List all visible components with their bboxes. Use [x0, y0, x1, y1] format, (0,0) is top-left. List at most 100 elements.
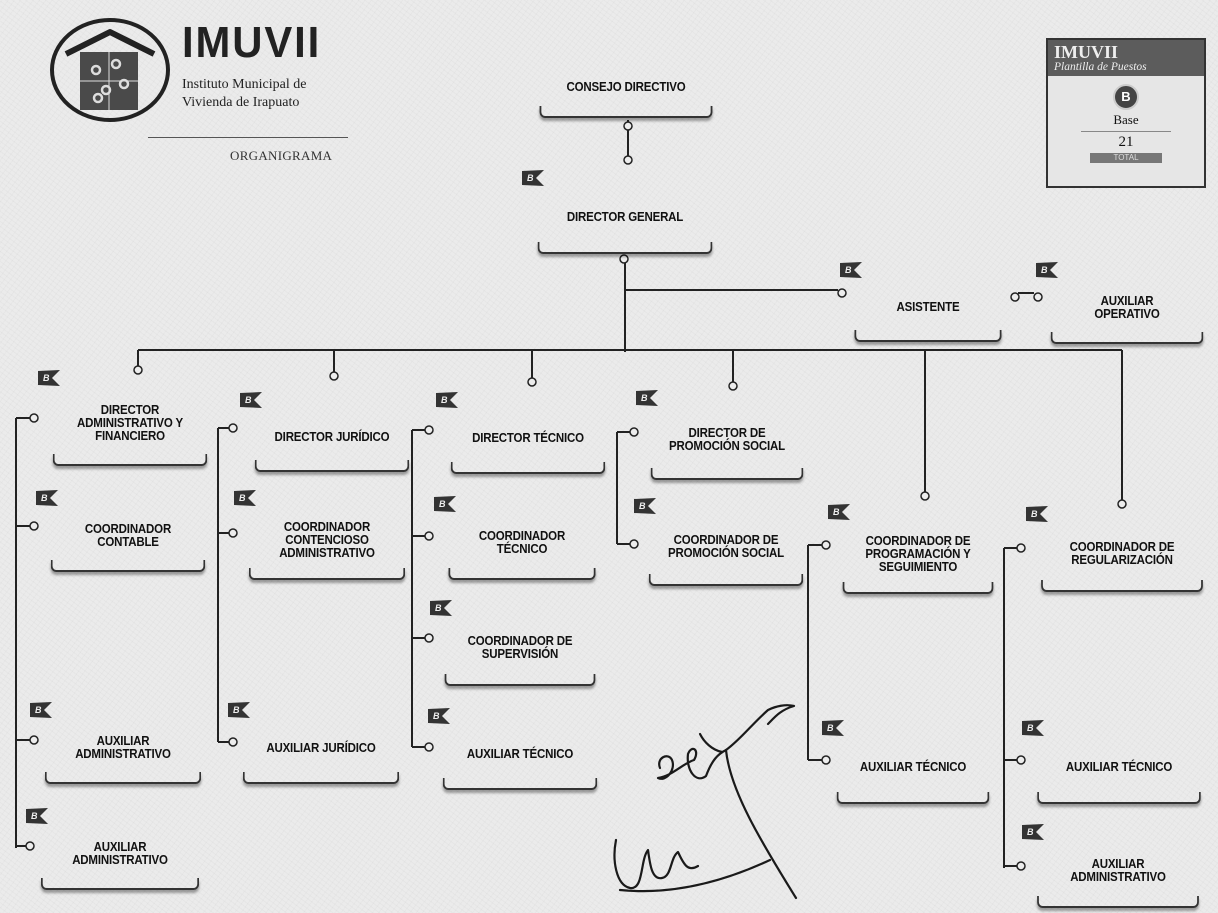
position-box-coord-contable: COORDINADOR CONTABLE — [50, 500, 206, 572]
position-label: COORDINADOR DE PROMOCIÓN SOCIAL — [668, 533, 784, 560]
base-badge-letter: B — [641, 393, 648, 403]
base-badge-flag-icon: B — [522, 170, 544, 186]
position-box-coord-supervision: COORDINADOR DE SUPERVISIÓN — [444, 610, 596, 686]
stats-card-subtitle: Plantilla de Puestos — [1054, 61, 1147, 73]
position-box-coord-tecnico: COORDINADOR TÉCNICO — [448, 506, 596, 580]
base-badge-flag-icon: B — [434, 496, 456, 512]
position-box-coord-regularizacion: COORDINADOR DE REGULARIZACIÓN — [1041, 516, 1203, 592]
position-box-dir-tecnico: DIRECTOR TÉCNICO — [450, 402, 606, 474]
stats-card-badge-label: Base — [1113, 112, 1139, 127]
position-label: AUXILIAR ADMINISTRATIVO — [1070, 857, 1166, 884]
position-box-dir-promocion: DIRECTOR DE PROMOCIÓN SOCIAL — [650, 400, 804, 480]
stats-card-count: 21 — [1081, 131, 1171, 151]
logo-subtitle: Instituto Municipal de Vivienda de Irapu… — [182, 76, 306, 112]
base-badge-flag-icon: B — [428, 708, 450, 724]
base-badge-flag-icon: B — [38, 370, 60, 386]
position-box-aux-juridico: AUXILIAR JURÍDICO — [242, 712, 400, 784]
document-label: ORGANIGRAMA — [230, 148, 333, 163]
position-box-coord-contencioso: COORDINADOR CONTENCIOSO ADMINISTRATIVO — [248, 500, 406, 580]
base-badge-letter: B — [239, 493, 246, 503]
base-badge-letter: B — [43, 373, 50, 383]
base-badge-flag-icon: B — [234, 490, 256, 506]
position-box-aux-admin-1: AUXILIAR ADMINISTRATIVO — [44, 712, 202, 784]
base-badge-letter: B — [833, 507, 840, 517]
imuvii-logo-icon — [50, 18, 170, 122]
logo-title: IMUVII — [182, 18, 322, 67]
base-badge-flag-icon: B — [828, 504, 850, 520]
base-badge-letter: B — [31, 811, 38, 821]
position-box-director-general: DIRECTOR GENERAL — [537, 180, 713, 254]
position-label: DIRECTOR JURÍDICO — [274, 429, 390, 444]
position-label: ASISTENTE — [896, 299, 960, 314]
base-badge-flag-icon: B — [1036, 262, 1058, 278]
base-badge-flag-icon: B — [1022, 824, 1044, 840]
base-badge-letter: B — [435, 603, 442, 613]
position-box-asistente: ASISTENTE — [854, 272, 1002, 342]
position-label: DIRECTOR ADMINISTRATIVO Y FINANCIERO — [77, 402, 183, 443]
base-badge-letter: B — [433, 711, 440, 721]
base-badge-icon: B — [1113, 84, 1139, 110]
base-badge-flag-icon: B — [240, 392, 262, 408]
base-badge-letter: B — [639, 501, 646, 511]
base-badge-flag-icon: B — [840, 262, 862, 278]
base-badge-letter: B — [1031, 509, 1038, 519]
base-badge-flag-icon: B — [36, 490, 58, 506]
stats-card-title: IMUVII — [1054, 42, 1119, 62]
base-badge-flag-icon: B — [430, 600, 452, 616]
position-label: COORDINADOR DE SUPERVISIÓN — [467, 634, 573, 661]
base-badge-flag-icon: B — [26, 808, 48, 824]
position-box-dir-admin: DIRECTOR ADMINISTRATIVO Y FINANCIERO — [52, 380, 208, 466]
base-badge-flag-icon: B — [634, 498, 656, 514]
position-box-dir-juridico: DIRECTOR JURÍDICO — [254, 402, 410, 472]
position-box-auxiliar-operativo: AUXILIAR OPERATIVO — [1050, 272, 1204, 344]
base-badge-letter: B — [233, 705, 240, 715]
position-label: COORDINADOR DE REGULARIZACIÓN — [1069, 540, 1175, 567]
stats-card: IMUVII Plantilla de Puestos B Base 21 TO… — [1046, 38, 1206, 188]
base-badge-letter: B — [845, 265, 852, 275]
position-label: AUXILIAR ADMINISTRATIVO — [75, 734, 171, 761]
base-badge-letter: B — [441, 395, 448, 405]
base-badge-letter: B — [245, 395, 252, 405]
base-badge-letter: B — [439, 499, 446, 509]
stats-card-header: IMUVII Plantilla de Puestos — [1048, 40, 1204, 76]
base-badge-letter: B — [1041, 265, 1048, 275]
base-badge-flag-icon: B — [822, 720, 844, 736]
base-badge-flag-icon: B — [436, 392, 458, 408]
position-box-coord-programacion: COORDINADOR DE PROGRAMACIÓN Y SEGUIMIENT… — [842, 514, 994, 594]
base-badge-letter: B — [527, 173, 534, 183]
position-box-aux-tecnico-3: AUXILIAR TÉCNICO — [1037, 730, 1201, 804]
position-label: AUXILIAR ADMINISTRATIVO — [72, 840, 168, 867]
signature-icon — [613, 704, 798, 900]
base-badge-flag-icon: B — [1022, 720, 1044, 736]
position-label: COORDINADOR DE PROGRAMACIÓN Y SEGUIMIENT… — [865, 533, 971, 574]
base-badge-flag-icon: B — [636, 390, 658, 406]
logo-subtitle-line1: Instituto Municipal de — [182, 77, 307, 92]
position-label: AUXILIAR TÉCNICO — [1065, 759, 1173, 774]
logo-subtitle-line2: Vivienda de Irapuato — [182, 95, 300, 110]
position-label: DIRECTOR GENERAL — [566, 209, 684, 224]
base-badge-letter: B — [1027, 827, 1034, 837]
position-label: COORDINADOR TÉCNICO — [478, 529, 566, 556]
position-box-consejo: CONSEJO DIRECTIVO — [539, 56, 713, 118]
base-badge-letter: B — [1027, 723, 1034, 733]
base-badge-letter: B — [41, 493, 48, 503]
base-badge-flag-icon: B — [228, 702, 250, 718]
position-box-aux-admin-2: AUXILIAR ADMINISTRATIVO — [40, 818, 200, 890]
base-badge-letter: B — [827, 723, 834, 733]
base-badge-flag-icon: B — [1026, 506, 1048, 522]
base-badge-flag-icon: B — [30, 702, 52, 718]
base-badge-letter: B — [35, 705, 42, 715]
position-label: CONSEJO DIRECTIVO — [566, 79, 686, 94]
position-box-coord-promocion: COORDINADOR DE PROMOCIÓN SOCIAL — [648, 508, 804, 586]
position-box-aux-admin-3: AUXILIAR ADMINISTRATIVO — [1037, 834, 1199, 908]
header-divider — [148, 137, 348, 138]
position-label: COORDINADOR CONTENCIOSO ADMINISTRATIVO — [279, 519, 375, 560]
position-label: AUXILIAR TÉCNICO — [466, 746, 574, 761]
position-label: AUXILIAR OPERATIVO — [1094, 294, 1160, 321]
position-label: COORDINADOR CONTABLE — [84, 522, 172, 549]
position-label: AUXILIAR JURÍDICO — [266, 740, 376, 755]
position-label: DIRECTOR TÉCNICO — [472, 430, 584, 445]
position-box-aux-tecnico-2: AUXILIAR TÉCNICO — [836, 730, 990, 804]
